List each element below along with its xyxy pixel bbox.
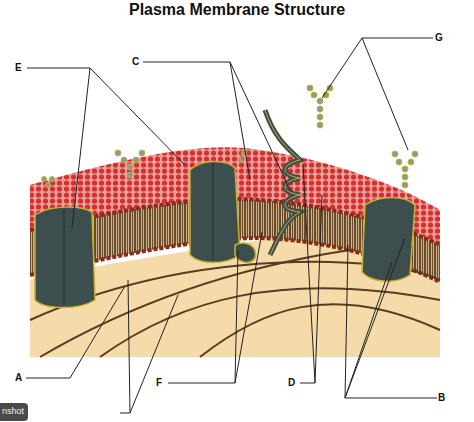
part-label: C <box>131 56 140 68</box>
part-label: F <box>155 377 163 389</box>
part-label: D <box>287 377 296 389</box>
part-label: G <box>434 32 444 44</box>
part-label: E <box>14 62 23 74</box>
diagram-title: Plasma Membrane Structure <box>129 2 345 18</box>
part-label: B <box>437 392 446 404</box>
watermark: nshot <box>0 403 28 421</box>
part-label: A <box>14 372 23 384</box>
